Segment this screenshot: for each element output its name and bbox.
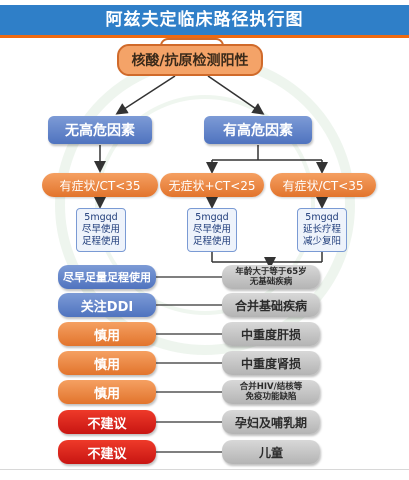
treatment-1-dose: 5mgqd	[84, 212, 118, 223]
condition-node-2: 无症状+CT<25	[160, 173, 264, 197]
treatment-2-line-3: 足程使用	[192, 236, 231, 247]
guidance-right-2: 合并基础疾病	[222, 293, 320, 317]
treatment-node-1: 5mgqd 尽早使用 足程使用	[76, 208, 126, 252]
guidance-right-4: 中重度肾损	[222, 351, 320, 375]
arrow-to-high-risk	[207, 75, 265, 115]
guidance-right-1-line-1: 年龄大于等于65岁	[235, 267, 307, 277]
no-risk-factor-node: 无高危因素	[48, 116, 152, 144]
treatment-1-line-2: 尽早使用	[81, 224, 120, 235]
treatment-2-dose: 5mgqd	[195, 212, 229, 223]
tested-positive-node: 核酸/抗原检测阳性	[117, 44, 263, 76]
guidance-left-6: 不建议	[58, 410, 156, 434]
guidance-right-1-line-2: 无基础疾病	[249, 277, 293, 287]
guidance-left-5: 慎用	[58, 380, 156, 404]
guidance-right-3: 中重度肝损	[222, 322, 320, 346]
guidance-right-5-line-1: 合并HIV/结核等	[239, 382, 303, 392]
guidance-left-3: 慎用	[58, 322, 156, 346]
arrow-to-no-risk	[115, 75, 176, 115]
treatment-1-line-3: 足程使用	[81, 236, 120, 247]
high-risk-factor-node: 有高危因素	[204, 116, 312, 144]
treatment-node-3: 5mgqd 延长疗程 减少复阳	[297, 208, 347, 252]
guidance-right-5: 合并HIV/结核等 免疫功能缺陷	[222, 380, 320, 404]
condition-node-3: 有症状/CT<35	[270, 173, 376, 197]
treatment-2-line-2: 尽早使用	[192, 224, 231, 235]
guidance-right-5-line-2: 免疫功能缺陷	[245, 392, 297, 402]
treatment-3-line-3: 减少复阳	[302, 236, 341, 247]
treatment-3-line-2: 延长疗程	[302, 224, 341, 235]
treatment-node-2: 5mgqd 尽早使用 足程使用	[187, 208, 237, 252]
guidance-left-2: 关注DDI	[58, 293, 156, 317]
guidance-right-1: 年龄大于等于65岁 无基础疾病	[222, 265, 320, 289]
diagram-title: 阿兹夫定临床路径执行图	[0, 5, 409, 38]
guidance-left-4: 慎用	[58, 351, 156, 375]
bottom-divider	[0, 469, 409, 470]
condition-node-1: 有症状/CT<35	[42, 173, 158, 197]
guidance-left-7: 不建议	[58, 440, 156, 464]
guidance-left-1: 尽早足量足程使用	[58, 265, 156, 289]
guidance-right-7: 儿童	[222, 440, 320, 464]
treatment-3-dose: 5mgqd	[305, 212, 339, 223]
guidance-right-6: 孕妇及哺乳期	[222, 410, 320, 434]
